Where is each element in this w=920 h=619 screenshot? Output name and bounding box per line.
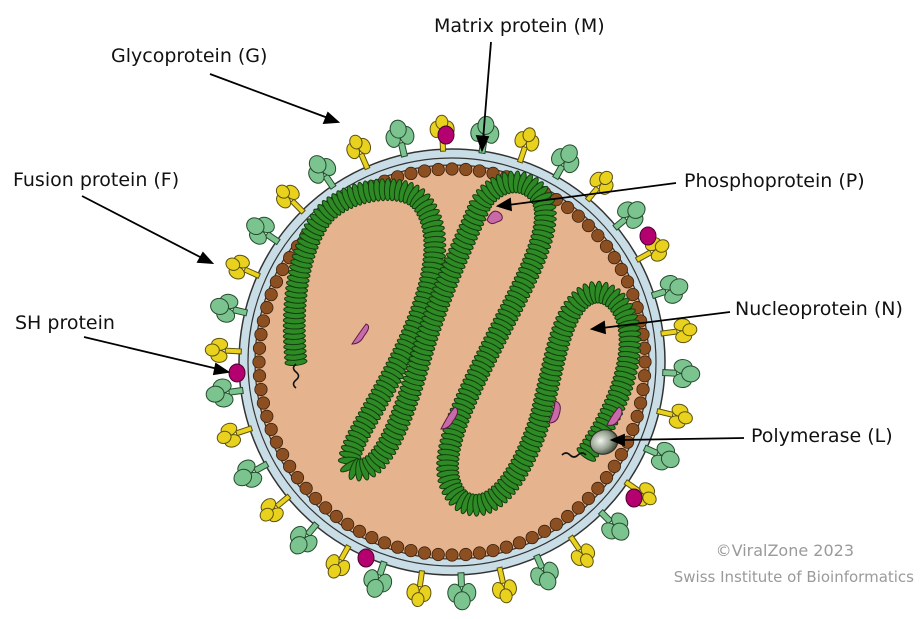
- label-nucleoprotein: Nucleoprotein (N): [735, 300, 903, 319]
- matrix-protein-bead: [592, 229, 604, 241]
- matrix-protein-bead: [341, 518, 353, 530]
- fusion-protein-spike: [205, 338, 242, 364]
- matrix-protein-bead: [561, 510, 573, 522]
- matrix-protein-bead: [353, 525, 365, 537]
- glycoprotein-spike: [447, 572, 477, 610]
- matrix-protein-bead: [538, 525, 550, 537]
- fusion-protein-spike: [659, 317, 698, 346]
- credit-viralzone: ©ViralZone 2023: [716, 543, 854, 559]
- matrix-protein-bead: [418, 165, 430, 177]
- matrix-protein-bead: [513, 537, 525, 549]
- matrix-protein-bead: [330, 510, 342, 522]
- matrix-protein-bead: [261, 301, 273, 313]
- matrix-protein-bead: [627, 423, 639, 435]
- matrix-protein-bead: [572, 210, 584, 222]
- sh-protein-mark: [438, 126, 454, 144]
- matrix-protein-bead: [265, 423, 277, 435]
- matrix-protein-bead: [582, 492, 594, 504]
- matrix-protein-bead: [253, 342, 265, 354]
- matrix-protein-bead: [473, 165, 485, 177]
- matrix-protein-bead: [634, 397, 646, 409]
- sh-protein-mark: [229, 364, 245, 382]
- matrix-protein-bead: [608, 460, 620, 472]
- matrix-protein-bead: [283, 460, 295, 472]
- matrix-protein-bead: [600, 240, 612, 252]
- matrix-protein-bead: [446, 549, 458, 561]
- matrix-protein-bead: [276, 448, 288, 460]
- credit-sib: Swiss Institute of Bioinformatics: [674, 570, 914, 585]
- arrowhead-fusion: [198, 253, 212, 263]
- matrix-protein-bead: [621, 276, 633, 288]
- matrix-protein-bead: [257, 397, 269, 409]
- matrix-protein-bead: [639, 356, 651, 368]
- matrix-protein-bead: [378, 537, 390, 549]
- arrow-fusion: [82, 196, 202, 258]
- matrix-protein-bead: [405, 167, 417, 179]
- matrix-protein-bead: [405, 544, 417, 556]
- label-matrix-protein: Matrix protein (M): [434, 17, 605, 36]
- sh-protein-mark: [640, 227, 656, 245]
- label-sh-protein: SH protein: [15, 314, 115, 333]
- sh-protein-mark: [626, 489, 642, 507]
- matrix-protein-bead: [550, 518, 562, 530]
- matrix-protein-bead: [270, 436, 282, 448]
- matrix-protein-bead: [561, 201, 573, 213]
- matrix-protein-bead: [391, 541, 403, 553]
- label-polymerase: Polymerase (L): [751, 427, 893, 446]
- matrix-protein-bead: [418, 547, 430, 559]
- matrix-protein-bead: [608, 251, 620, 263]
- matrix-protein-bead: [270, 276, 282, 288]
- matrix-protein-bead: [255, 328, 267, 340]
- matrix-protein-bead: [257, 315, 269, 327]
- matrix-protein-bead: [582, 219, 594, 231]
- sh-protein-mark: [358, 549, 374, 567]
- arrowhead-sh: [214, 364, 228, 374]
- matrix-protein-bead: [615, 263, 627, 275]
- matrix-protein-bead: [526, 531, 538, 543]
- label-glycoprotein: Glycoprotein (G): [111, 47, 267, 66]
- matrix-protein-bead: [309, 492, 321, 504]
- matrix-protein-bead: [600, 471, 612, 483]
- matrix-protein-bead: [366, 531, 378, 543]
- arrow-glycoprotein: [210, 74, 328, 118]
- matrix-protein-bead: [631, 410, 643, 422]
- matrix-protein-bead: [432, 548, 444, 560]
- matrix-protein-bead: [572, 502, 584, 514]
- matrix-protein-bead: [615, 448, 627, 460]
- matrix-protein-bead: [460, 163, 472, 175]
- matrix-protein-bead: [487, 544, 499, 556]
- matrix-protein-bead: [300, 482, 312, 494]
- fusion-protein-spike: [405, 569, 434, 608]
- matrix-protein-bead: [637, 383, 649, 395]
- matrix-protein-bead: [265, 288, 277, 300]
- matrix-protein-bead: [638, 370, 650, 382]
- matrix-protein-bead: [319, 502, 331, 514]
- matrix-protein-bead: [253, 356, 265, 368]
- matrix-protein-bead: [276, 263, 288, 275]
- matrix-protein-bead: [261, 410, 273, 422]
- arrowhead-glycoprotein: [324, 113, 338, 123]
- matrix-protein-bead: [255, 383, 267, 395]
- matrix-protein-bead: [253, 370, 265, 382]
- matrix-protein-bead: [446, 163, 458, 175]
- glycoprotein-spike: [662, 359, 700, 389]
- matrix-protein-bead: [432, 163, 444, 175]
- matrix-protein-bead: [592, 482, 604, 494]
- label-phosphoprotein: Phosphoprotein (P): [684, 172, 865, 191]
- label-fusion-protein: Fusion protein (F): [13, 171, 179, 190]
- matrix-protein-bead: [500, 541, 512, 553]
- matrix-protein-bead: [291, 471, 303, 483]
- matrix-protein-bead: [460, 548, 472, 560]
- matrix-protein-bead: [473, 547, 485, 559]
- arrow-sh: [84, 337, 218, 369]
